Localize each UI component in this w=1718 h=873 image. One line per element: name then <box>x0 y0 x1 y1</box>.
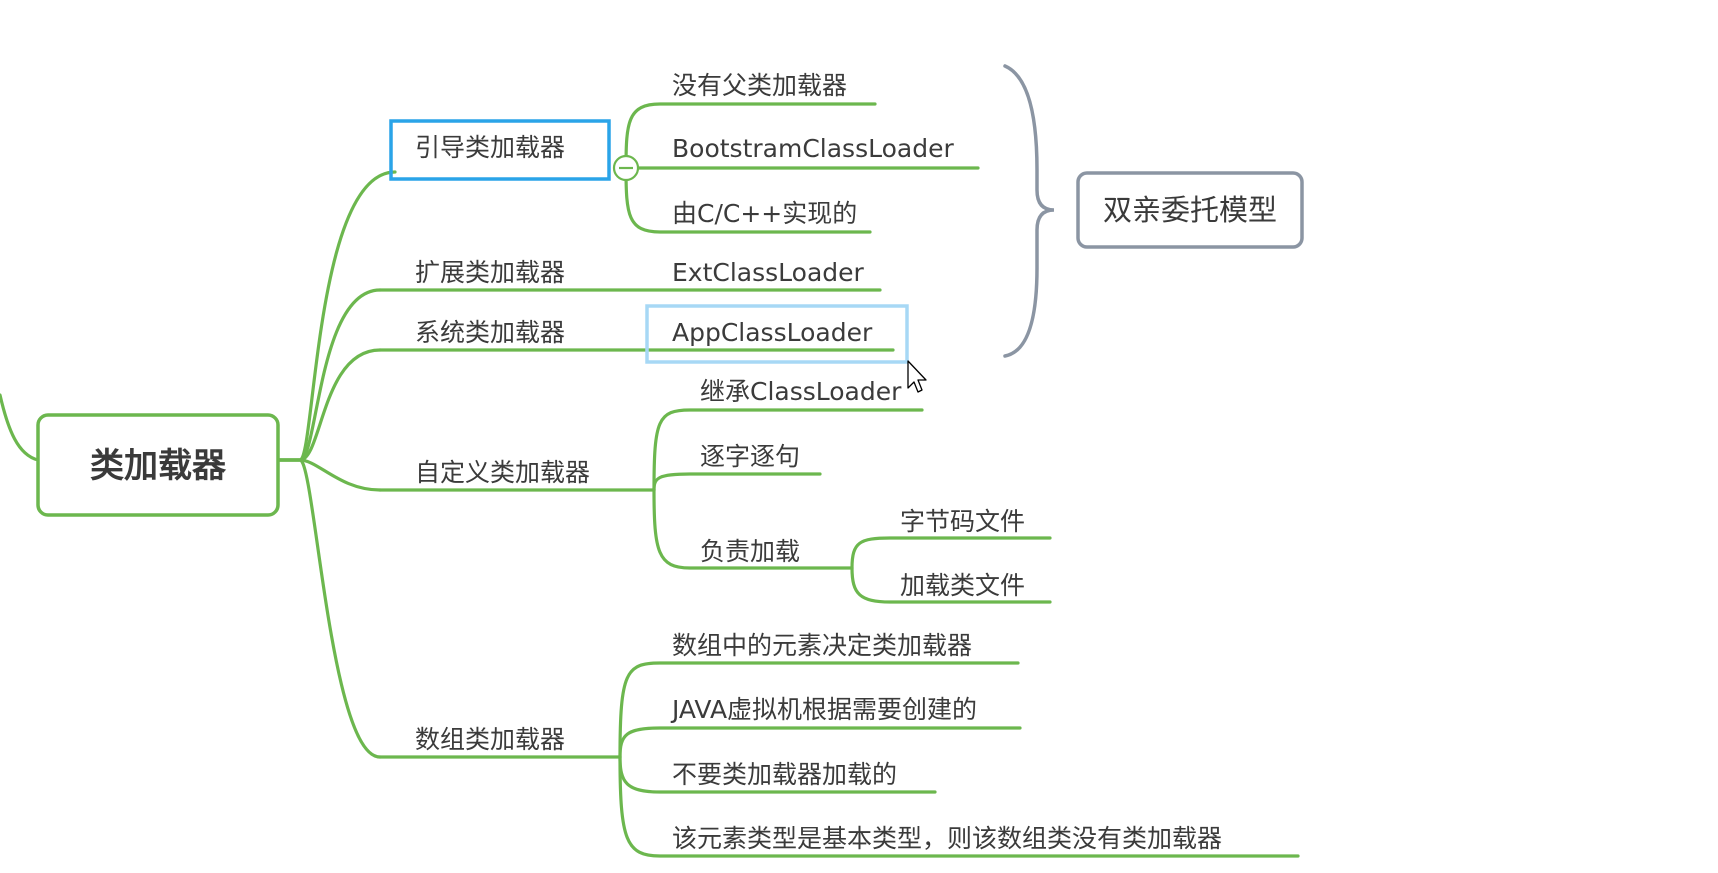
summary-node-label: 双亲委托模型 <box>1103 193 1277 227</box>
node-responsible-loading[interactable]: 负责加载 <box>700 537 800 566</box>
incoming-edge <box>0 393 40 462</box>
node-jvm-creates-on-demand[interactable]: JAVA虚拟机根据需要创建的 <box>670 695 977 724</box>
node-bootstrap-loader[interactable]: 引导类加载器 <box>389 119 611 181</box>
collapse-toggle[interactable] <box>612 154 640 182</box>
node-custom-loader[interactable]: 自定义类加载器 <box>415 458 590 487</box>
edge-to-bootstrap <box>276 170 397 462</box>
node-ext-classloader[interactable]: ExtClassLoader <box>672 258 865 287</box>
node-app-classloader-label: AppClassLoader <box>672 318 873 347</box>
mouse-cursor-icon <box>907 360 927 393</box>
edge-to-system <box>276 348 382 462</box>
node-implemented-in-c[interactable]: 由C/C++实现的 <box>672 199 857 228</box>
node-app-classloader[interactable]: AppClassLoader <box>645 304 909 364</box>
node-array-loader[interactable]: 数组类加载器 <box>415 725 565 754</box>
hover-highlight <box>645 304 909 364</box>
node-load-class-file[interactable]: 加载类文件 <box>900 571 1025 600</box>
bootstrap-child-edges <box>624 102 980 234</box>
node-not-loaded-by-loader[interactable]: 不要类加载器加载的 <box>672 760 897 789</box>
node-inherit-classloader[interactable]: 继承ClassLoader <box>700 377 902 406</box>
node-extension-loader[interactable]: 扩展类加载器 <box>415 258 565 287</box>
summary-node-box <box>1076 171 1304 249</box>
summary-brace <box>1003 64 1055 358</box>
edge-to-array <box>276 458 382 759</box>
selection-highlight <box>389 119 611 181</box>
load-child-edges <box>850 536 1052 604</box>
edge-to-extension <box>276 288 382 462</box>
node-bytecode-file[interactable]: 字节码文件 <box>900 507 1025 536</box>
node-primitive-no-loader[interactable]: 该元素类型是基本类型，则该数组类没有类加载器 <box>672 824 1222 853</box>
root-edges <box>276 170 397 759</box>
node-word-by-word[interactable]: 逐字逐句 <box>700 442 800 471</box>
root-node-box <box>36 413 280 517</box>
node-system-loader[interactable]: 系统类加载器 <box>415 318 565 347</box>
node-bootstrap-loader-label: 引导类加载器 <box>415 133 565 162</box>
root-node[interactable]: 类加载器 <box>36 413 280 517</box>
node-bootstram-classloader[interactable]: BootstramClassLoader <box>672 134 954 163</box>
edge-to-custom <box>276 458 382 492</box>
root-node-label: 类加载器 <box>90 446 227 486</box>
node-element-determines-loader[interactable]: 数组中的元素决定类加载器 <box>672 631 972 660</box>
array-child-edges <box>618 661 1300 858</box>
node-no-parent-loader[interactable]: 没有父类加载器 <box>672 71 847 100</box>
summary-node[interactable]: 双亲委托模型 <box>1076 171 1304 249</box>
branch-underlines <box>378 288 895 759</box>
custom-child-edges <box>652 408 924 570</box>
